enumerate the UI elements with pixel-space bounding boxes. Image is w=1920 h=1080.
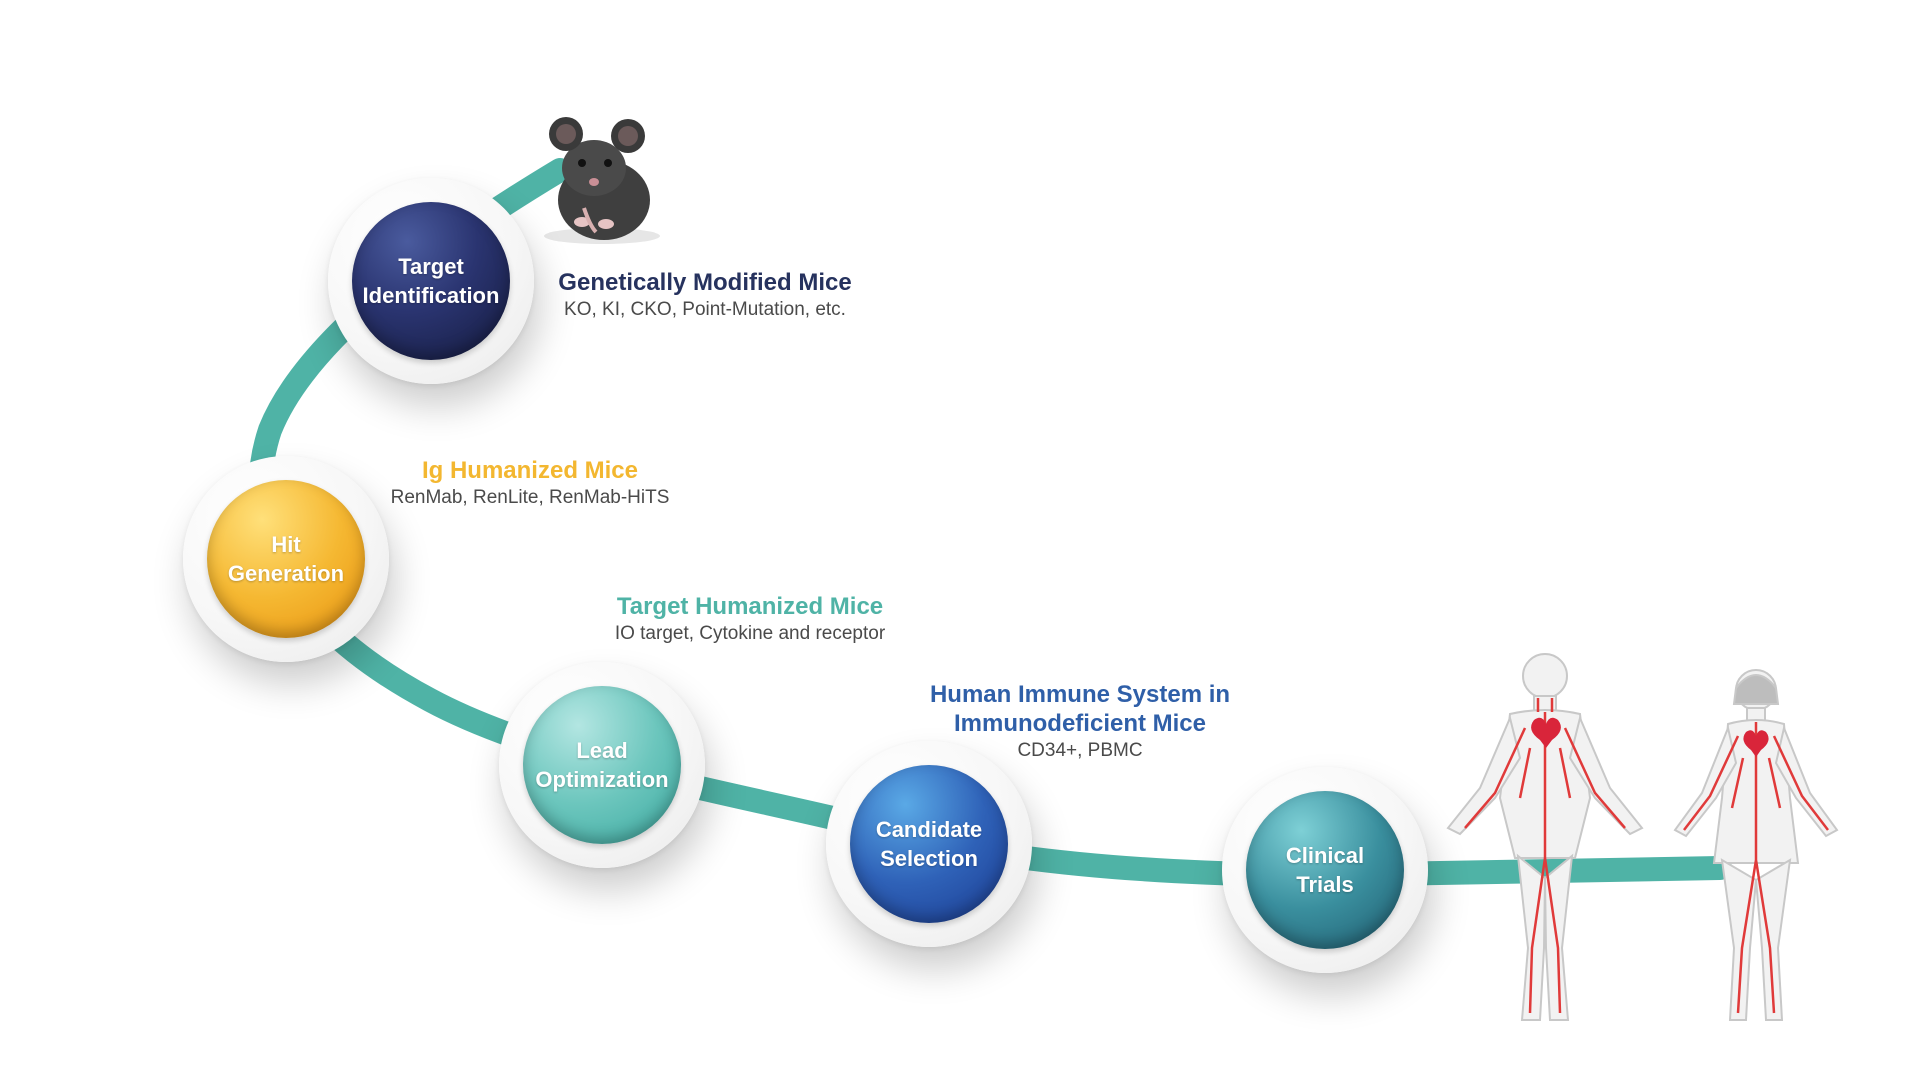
target-identification-node: Target Identification (328, 178, 534, 384)
female-vessels-icon (1683, 722, 1829, 1014)
male-heart-icon (1531, 717, 1561, 748)
mouse-icon (544, 117, 660, 244)
target-humanized-mice-annotation: Target Humanized Mice IO target, Cytokin… (580, 592, 920, 646)
human-figures-icon (1446, 653, 1839, 1021)
pipeline-curve (248, 158, 1732, 888)
human-immune-system-subtitle: CD34+, PBMC (1017, 740, 1143, 761)
human-immune-system-annotation: Human Immune System in Immunodeficient M… (905, 680, 1255, 763)
clinical-trials-label: Clinical Trials (1285, 843, 1365, 897)
hit-generation-node: Hit Generation (183, 456, 389, 662)
clinical-trials-node: Clinical Trials (1222, 767, 1428, 973)
genetically-modified-mice-title: Genetically Modified Mice (558, 269, 852, 296)
clinical-trials-circle: Clinical Trials (1246, 791, 1404, 949)
candidate-selection-label: Candidate Selection (875, 817, 983, 871)
genetically-modified-mice-subtitle: KO, KI, CKO, Point-Mutation, etc. (564, 299, 846, 320)
candidate-selection-circle: Candidate Selection (850, 765, 1008, 923)
candidate-selection-node: Candidate Selection (826, 741, 1032, 947)
female-heart-icon (1743, 730, 1769, 757)
hit-generation-label: Hit Generation (227, 532, 345, 586)
target-identification-circle: Target Identification (352, 202, 510, 360)
ig-humanized-mice-subtitle: RenMab, RenLite, RenMab-HiTS (390, 487, 670, 508)
lead-optimization-node: Lead Optimization (499, 662, 705, 868)
target-humanized-mice-title: Target Humanized Mice (616, 593, 884, 620)
human-immune-system-title: Human Immune System in Immunodeficient M… (929, 681, 1231, 737)
target-identification-label: Target Identification (362, 254, 500, 308)
genetically-modified-mice-annotation: Genetically Modified Mice KO, KI, CKO, P… (540, 268, 870, 322)
lead-optimization-label: Lead Optimization (535, 738, 669, 792)
ig-humanized-mice-title: Ig Humanized Mice (421, 457, 639, 484)
lead-optimization-circle: Lead Optimization (523, 686, 681, 844)
hit-generation-circle: Hit Generation (207, 480, 365, 638)
target-humanized-mice-subtitle: IO target, Cytokine and receptor (614, 623, 886, 644)
ig-humanized-mice-annotation: Ig Humanized Mice RenMab, RenLite, RenMa… (370, 456, 690, 510)
